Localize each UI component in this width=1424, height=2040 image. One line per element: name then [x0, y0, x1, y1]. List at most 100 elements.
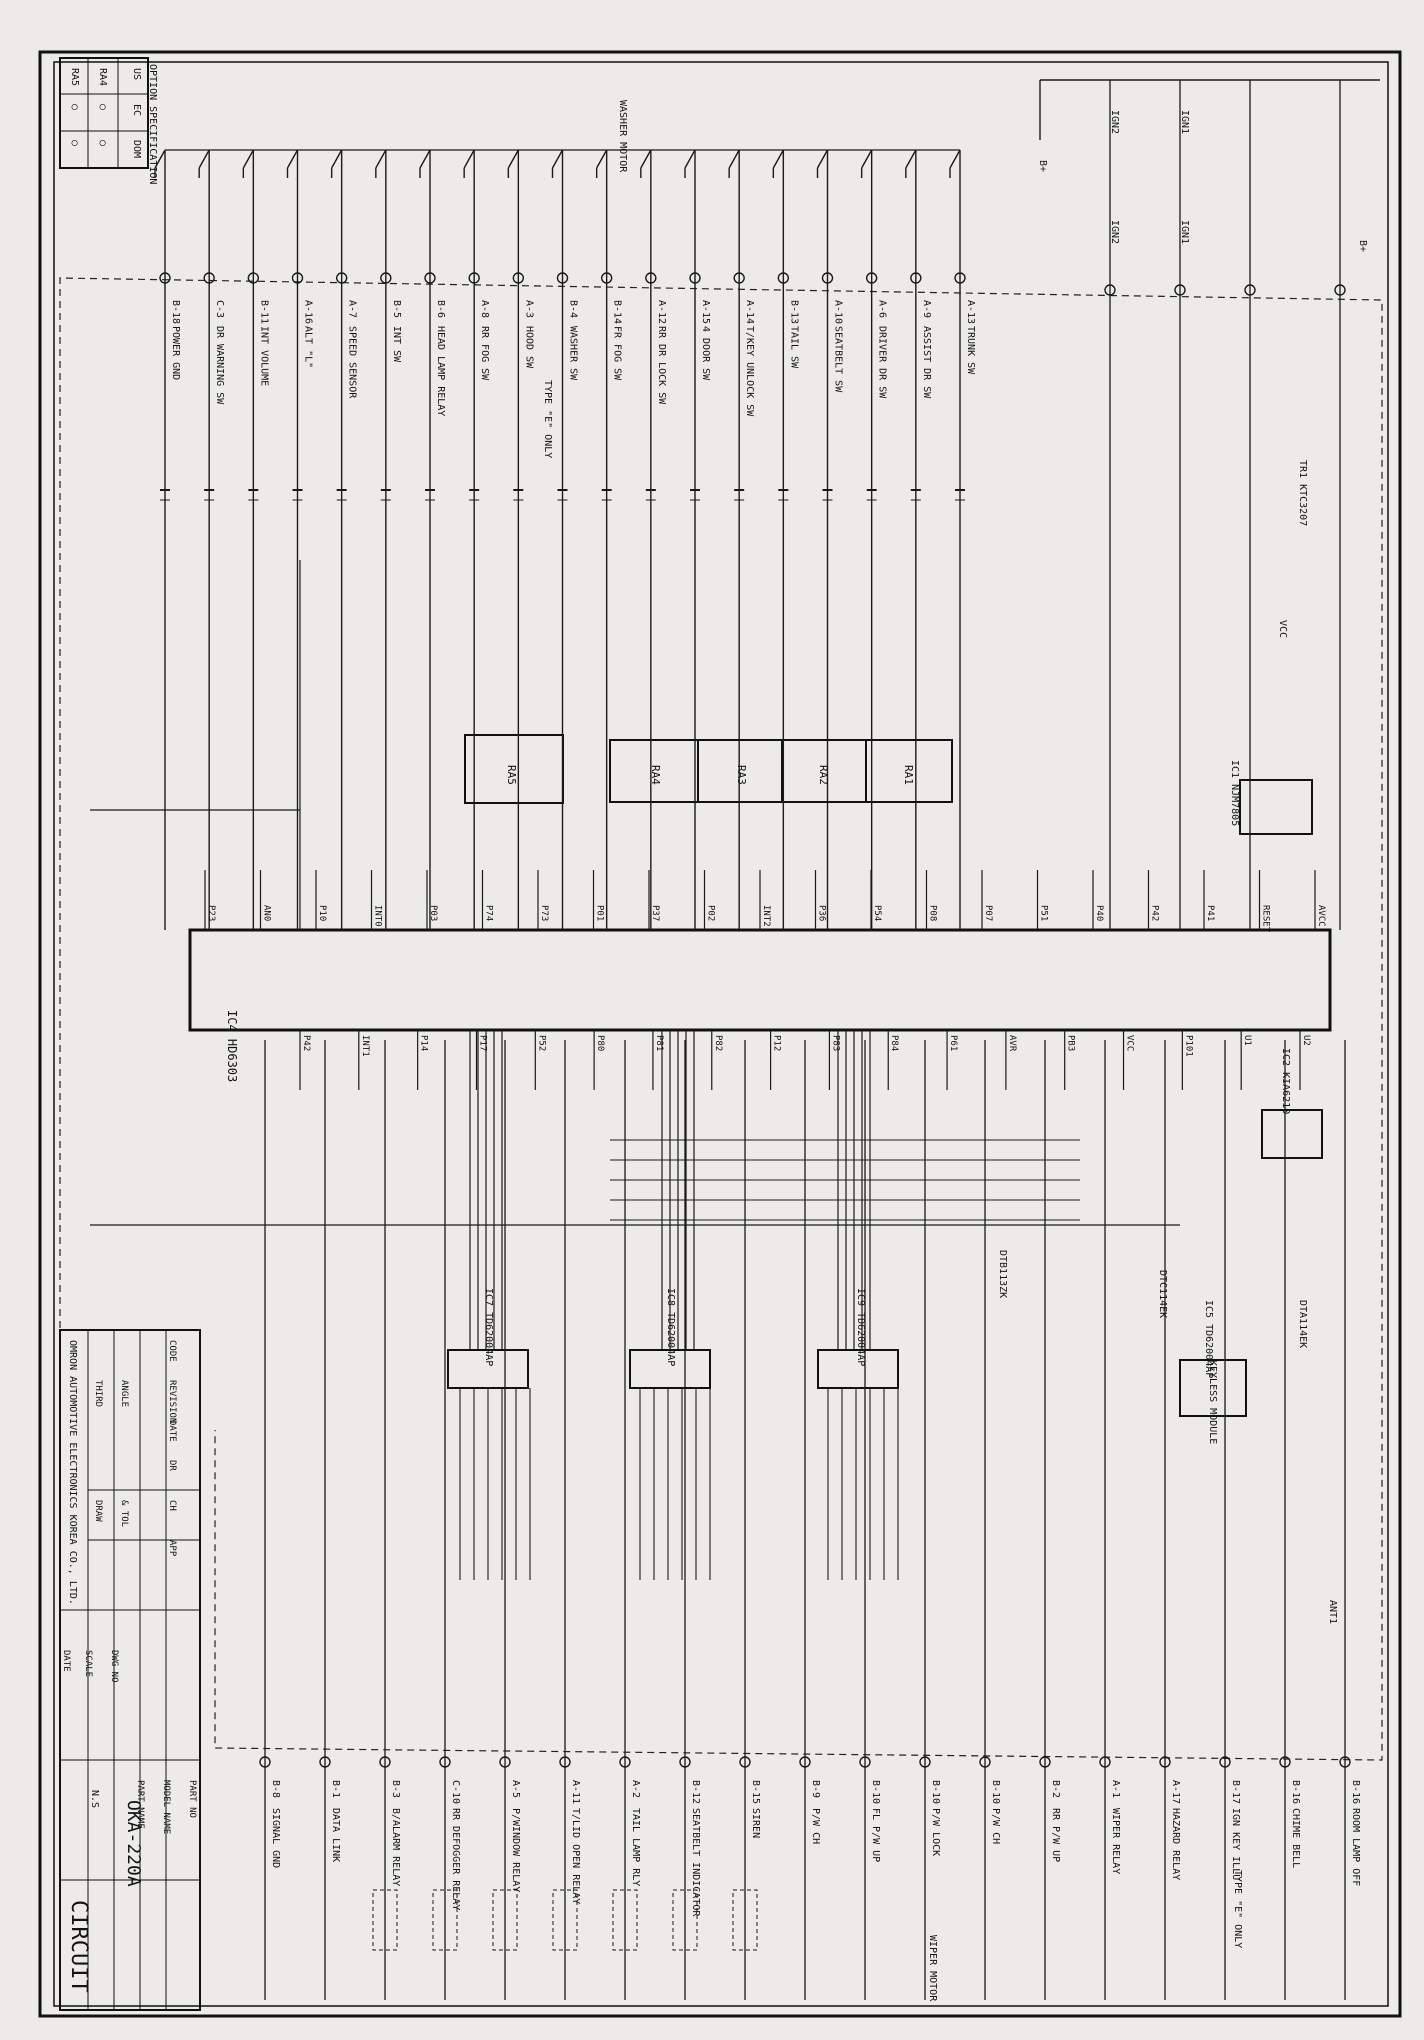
ic-label: IC2 KIA6210 [1280, 1048, 1291, 1114]
drawing-title: CIRCUIT [66, 1900, 91, 1993]
wire [286, 149, 299, 169]
inner-border [53, 61, 1389, 2007]
connector-name-label: WIPER RELAY [1110, 1808, 1121, 1874]
wire [507, 149, 519, 169]
component-label: B+ [1357, 240, 1368, 252]
connector-name-label: INT SW [391, 326, 402, 363]
connector-name-label: TRUNK SW [965, 326, 976, 375]
outer-border [38, 50, 1402, 2018]
component-label: B+ [1037, 160, 1048, 172]
connector-pin-label: A-17 [1170, 1780, 1181, 1804]
wire [242, 149, 254, 169]
mcu-pin-label: P84 [889, 1035, 899, 1051]
component-label: IC1 NJM7805 [1229, 760, 1240, 826]
connector-pin [1279, 1756, 1291, 1768]
revision-header: DATE [167, 1420, 177, 1442]
relay-label: RA2 [817, 765, 830, 785]
connector-name-label: CHIME BELL [1290, 1808, 1301, 1868]
ic-label: IC9 TD62004AP [855, 1288, 866, 1366]
mcu-pin-label: U2 [1301, 1035, 1311, 1046]
mcu-pin-label: PB3 [1066, 1035, 1076, 1051]
connector-name-label: RR DEFOGGER RELAY [450, 1808, 461, 1910]
connector-name-label: HAZARD RELAY [1170, 1808, 1181, 1880]
connector-name-label: SEATBELT SW [833, 326, 844, 393]
connector-pin-label: B-18 [170, 300, 181, 324]
type-note: TYPE "E" ONLY [1232, 1870, 1243, 1948]
connector-pin-label: A-14 [744, 300, 755, 324]
connector-pin-label: B-14 [612, 300, 623, 324]
wire [375, 149, 387, 169]
connector-pin [821, 272, 834, 284]
mcu-pin-label: P74 [484, 905, 494, 921]
connector-pin-label: C-10 [450, 1780, 461, 1804]
wire [154, 149, 166, 169]
connector-pin-label: B-16 [1290, 1780, 1301, 1804]
mcu-pin-label: P42 [301, 1035, 311, 1051]
component-label: IGN2 [1109, 220, 1120, 244]
connector-pin [556, 272, 569, 284]
connector-pin [291, 272, 304, 284]
connector-pin-label: B-8 [270, 1780, 281, 1798]
driver-ic-blocks [447, 779, 1323, 1417]
mcu-pin-label: P80 [595, 1035, 605, 1051]
title-field: MODEL NAME [161, 1780, 171, 1834]
component-label: DTB113ZK [997, 1250, 1008, 1298]
connector-name-label: RR FOG SW [479, 326, 490, 381]
connector-pin-label: B-1 [330, 1780, 341, 1798]
revision-header: CODE [167, 1340, 177, 1362]
wire [905, 149, 917, 169]
revision-sub: DRAW [93, 1500, 103, 1522]
connector-pin [679, 1756, 691, 1768]
mcu-pin-label: P42 [1150, 905, 1160, 921]
mcu-pin-label: P14 [419, 1035, 429, 1051]
wire [728, 149, 740, 169]
connector-pin-label: A-10 [833, 300, 844, 324]
relay-label: RA1 [902, 765, 915, 785]
mcu-pin-label: P101 [1183, 1035, 1193, 1057]
mcu-pin-label: P07 [983, 905, 993, 921]
mcu-pin-label: P12 [772, 1035, 782, 1051]
revision-sub: THIRD [93, 1380, 103, 1407]
connector-pin [865, 272, 878, 284]
component-label: TR1 KTC3207 [1297, 460, 1308, 526]
connector-pin [1104, 284, 1116, 296]
mcu-pin-label: P54 [872, 905, 882, 921]
connector-name-label: HOOD SW [523, 326, 534, 369]
connector-name-label: SIREN [750, 1808, 761, 1838]
option-spec-cell: ○ [69, 104, 80, 110]
mcu-pin-label: P73 [539, 905, 549, 921]
connector-name-label: WASHER SW [568, 326, 579, 381]
connector-name-label: ASSIST DR SW [921, 326, 932, 399]
connector-pin [468, 272, 480, 284]
connector-pin-label: A-12 [656, 300, 667, 324]
mcu-pin-label: P51 [1039, 905, 1049, 921]
connector-pin-label: B-12 [690, 1780, 701, 1804]
mcu-pin-label: U1 [1242, 1035, 1252, 1046]
connector-pin [319, 1756, 331, 1768]
connector-pin [600, 272, 613, 284]
connector-pin-label: B-13 [788, 300, 799, 324]
connector-pin [1099, 1756, 1111, 1768]
mcu-pin-label: P82 [713, 1035, 723, 1051]
connector-pin-label: A-16 [303, 300, 314, 324]
connector-pin [645, 272, 657, 284]
ic-label: IC7 TD62004AP [483, 1288, 494, 1366]
connector-pin-label: A-5 [510, 1780, 521, 1798]
connector-name-label: HEAD LAMP RELAY [435, 326, 446, 416]
component-label: WASHER MOTOR [617, 100, 628, 173]
connector-pin [910, 272, 922, 284]
component-label: IGN1 [1179, 220, 1190, 244]
connector-pin-label: B-5 [391, 300, 402, 318]
wire [772, 149, 784, 169]
connector-name-label: IGN KEY ILLU [1230, 1808, 1241, 1880]
title-field: DWG NO [109, 1650, 119, 1683]
connector-pin-label: A-11 [570, 1780, 581, 1804]
option-spec-title: OPTION SPECIFICATION [147, 64, 158, 184]
wire [684, 149, 696, 169]
mcu-pin-label: VCC [1125, 1035, 1135, 1051]
connector-name-label: 4 DOOR SW [700, 326, 711, 381]
connector-pin-label: A-1 [1110, 1780, 1121, 1798]
mcu-pin-label: AVR [1007, 1035, 1017, 1052]
connector-name-label: SIGNAL GND [270, 1808, 281, 1868]
wire [198, 149, 210, 169]
